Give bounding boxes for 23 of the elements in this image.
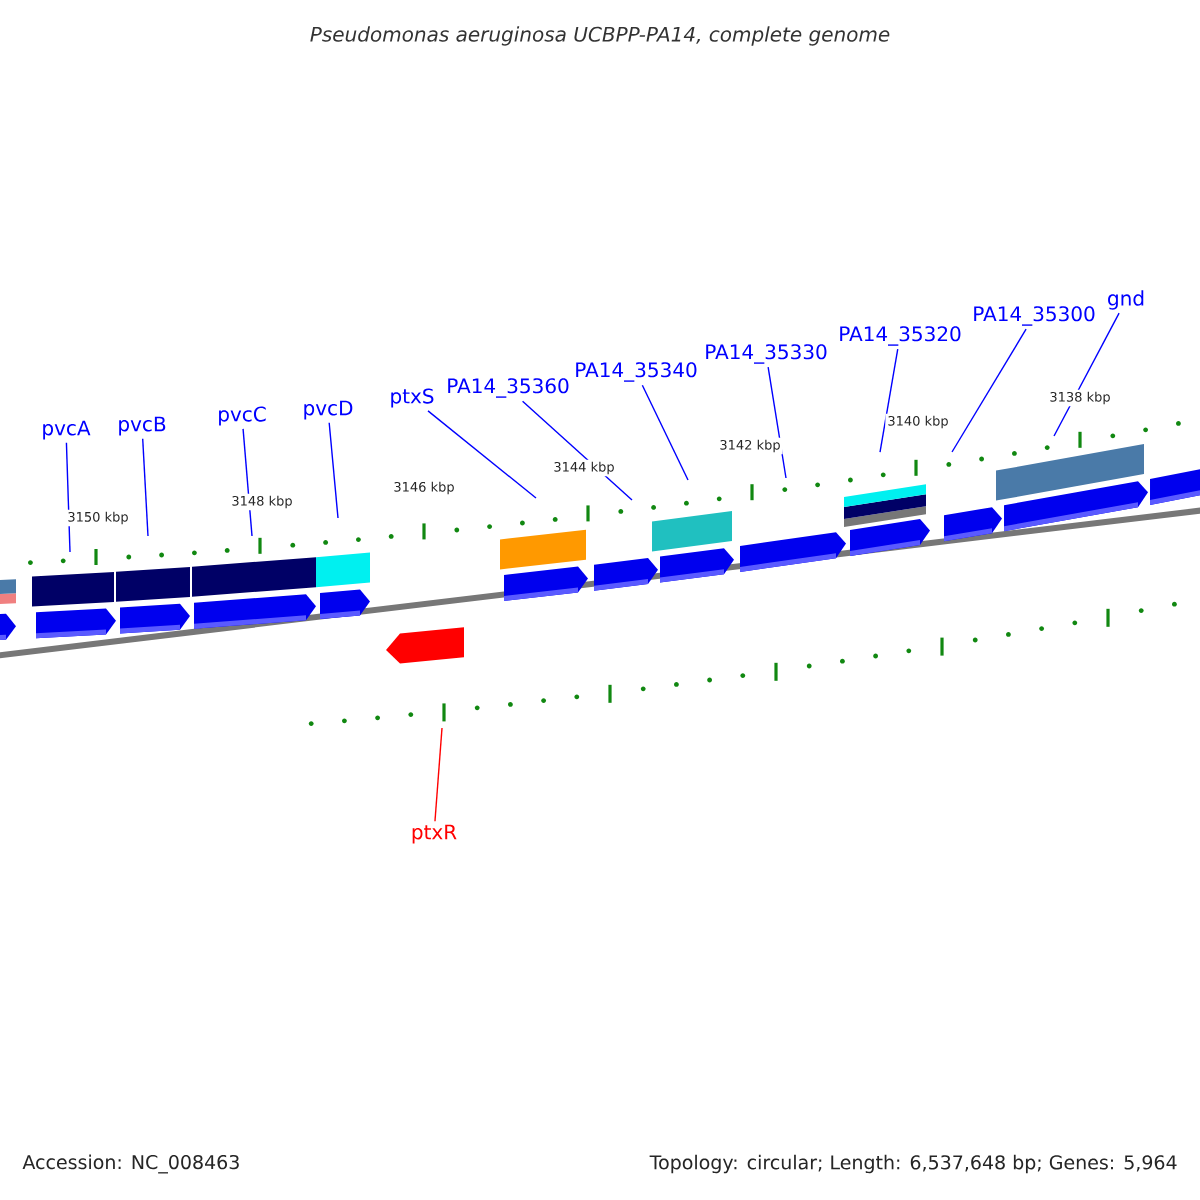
gene-label: pvcC bbox=[219, 406, 266, 426]
gene-label: PA14_35320 bbox=[840, 326, 961, 346]
leader-line bbox=[641, 384, 689, 481]
title: Pseudomonas aeruginosa UCBPP-PA14, complete genome bbox=[310, 26, 890, 46]
footer-text: Accession: NC_008463 bbox=[20, 1152, 243, 1176]
gene-label: ptxS bbox=[391, 388, 434, 408]
gene-label: PA14_35330 bbox=[706, 344, 827, 364]
gene-label: pvcB bbox=[119, 416, 166, 436]
leader-line bbox=[951, 328, 1027, 453]
leader-line bbox=[879, 348, 899, 453]
leader-line bbox=[1053, 312, 1120, 437]
gene-label: ptxR bbox=[412, 824, 457, 844]
gene-label: pvcD bbox=[304, 400, 353, 420]
leader-line bbox=[434, 727, 443, 822]
gene-label: PA14_35300 bbox=[974, 306, 1095, 326]
gene-label: PA14_35360 bbox=[448, 378, 569, 398]
leader-line bbox=[328, 422, 339, 519]
gene-label: pvcA bbox=[43, 420, 91, 440]
gene-label: gnd bbox=[1108, 290, 1144, 310]
leader-line bbox=[427, 410, 537, 499]
gene-label: PA14_35340 bbox=[576, 362, 697, 382]
leader-line bbox=[142, 438, 149, 537]
footer-text: Topology: circular; Length: 6,537,648 bp; Genes: 5,964 bbox=[647, 1152, 1180, 1176]
